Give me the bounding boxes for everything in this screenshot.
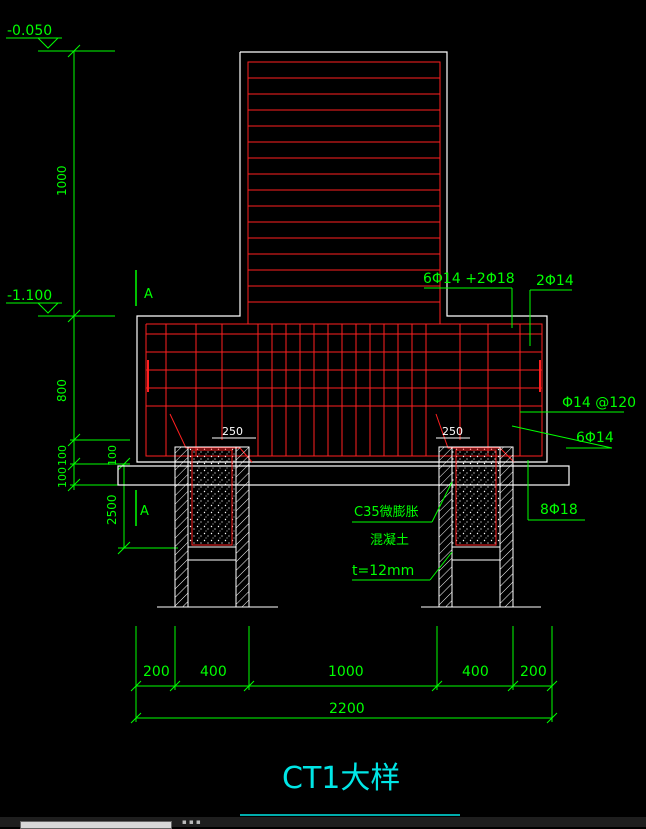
status-bar [0, 817, 646, 827]
structure-outline [117, 51, 570, 486]
section-letter-upper: A [144, 287, 153, 302]
material-note-line1: C35微膨胀 [354, 505, 419, 520]
local-dim-left-250: 250 [222, 425, 243, 438]
section-mark-upper: A [135, 270, 153, 306]
callout-top-main-bars: 6Φ14 +2Φ18 [423, 271, 515, 287]
cap-rebar [145, 323, 543, 463]
dim-100-vertical-a: 100 [56, 445, 69, 466]
rebar-leaders [352, 287, 624, 581]
pile-right [421, 446, 541, 608]
section-letter-lower: A [140, 504, 149, 519]
vertical-dimension-chain [67, 44, 178, 555]
dim-200-left: 200 [143, 664, 170, 680]
column-rebar [247, 61, 441, 325]
elevation-marker-top: -0.050 [6, 23, 115, 52]
callout-pile-bars: 8Φ18 [540, 502, 578, 518]
toolbar-icons[interactable]: ▪ ▪ ▪ [182, 818, 201, 826]
dim-800-vertical: 800 [55, 379, 69, 402]
elevation-marker-mid: -1.100 [6, 288, 115, 317]
section-mark-lower: A [135, 490, 149, 526]
dim-2200-total: 2200 [329, 701, 365, 717]
horizontal-dimension-chain [130, 626, 558, 724]
dim-100-right-label: 100 [106, 445, 119, 466]
command-input[interactable] [20, 821, 172, 829]
elevation-label-mid: -1.100 [7, 288, 52, 304]
dim-100-vertical-b: 100 [56, 467, 69, 488]
local-dim-right-250: 250 [442, 425, 463, 438]
dim-400-right: 400 [462, 664, 489, 680]
callout-stirrups: Φ14 @120 [562, 395, 636, 411]
dim-2500-vertical: 2500 [105, 494, 119, 525]
drawing-title: CT1大样 [282, 761, 400, 796]
dim-1000-vertical: 1000 [55, 165, 69, 196]
dim-200-right: 200 [520, 664, 547, 680]
material-note-line2: 混凝土 [370, 532, 409, 548]
material-note-line3: t=12mm [352, 563, 414, 579]
dim-400-left: 400 [200, 664, 227, 680]
pile-left [157, 446, 278, 608]
callout-side-bars: 2Φ14 [536, 273, 574, 289]
elevation-label-top: -0.050 [7, 23, 52, 39]
callout-bottom-bars: 6Φ14 [576, 430, 614, 446]
dim-1000-horizontal: 1000 [328, 664, 364, 680]
